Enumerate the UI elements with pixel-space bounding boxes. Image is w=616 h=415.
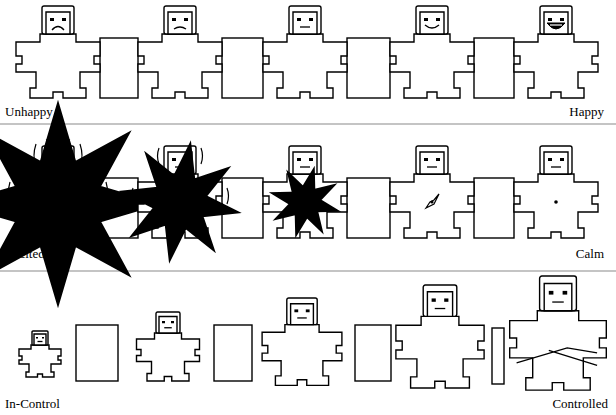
manikin xyxy=(137,312,200,381)
mouth xyxy=(174,27,186,29)
row-separator xyxy=(0,123,616,125)
mouth xyxy=(425,25,439,28)
manikin xyxy=(8,138,108,244)
mouth xyxy=(547,23,565,29)
scale-label: Controlled xyxy=(552,396,608,411)
scale-label-holder: Excited xyxy=(5,246,45,261)
row-separator xyxy=(0,270,616,272)
mouth xyxy=(300,26,310,27)
scale-label-holder: Unhappy xyxy=(5,104,53,119)
motion-lines xyxy=(8,138,108,244)
manikin xyxy=(514,6,598,98)
manikin xyxy=(510,276,607,390)
manikin xyxy=(390,6,474,98)
manikin xyxy=(262,298,342,385)
scale-label: In-Control xyxy=(5,396,60,411)
manikin xyxy=(263,6,347,98)
manikin xyxy=(396,285,484,388)
manikin xyxy=(390,146,474,238)
scale-label-holder: Calm xyxy=(576,246,604,261)
manikin xyxy=(263,146,347,238)
scale-label-holder: Controlled xyxy=(552,396,608,411)
scale-label: Calm xyxy=(576,246,604,261)
manikin xyxy=(138,6,222,98)
scale-label: Happy xyxy=(569,104,604,119)
scale-label-holder: In-Control xyxy=(5,396,60,411)
manikin xyxy=(514,146,598,238)
scale-label: Unhappy xyxy=(5,104,53,119)
manikin xyxy=(132,146,229,238)
mouth xyxy=(52,27,64,31)
scale-label-holder: Happy xyxy=(569,104,604,119)
scale-label: Excited xyxy=(5,246,45,261)
manikin xyxy=(16,6,100,98)
teeth xyxy=(550,24,562,25)
crossed-arms xyxy=(517,348,598,365)
manikin xyxy=(19,331,61,377)
